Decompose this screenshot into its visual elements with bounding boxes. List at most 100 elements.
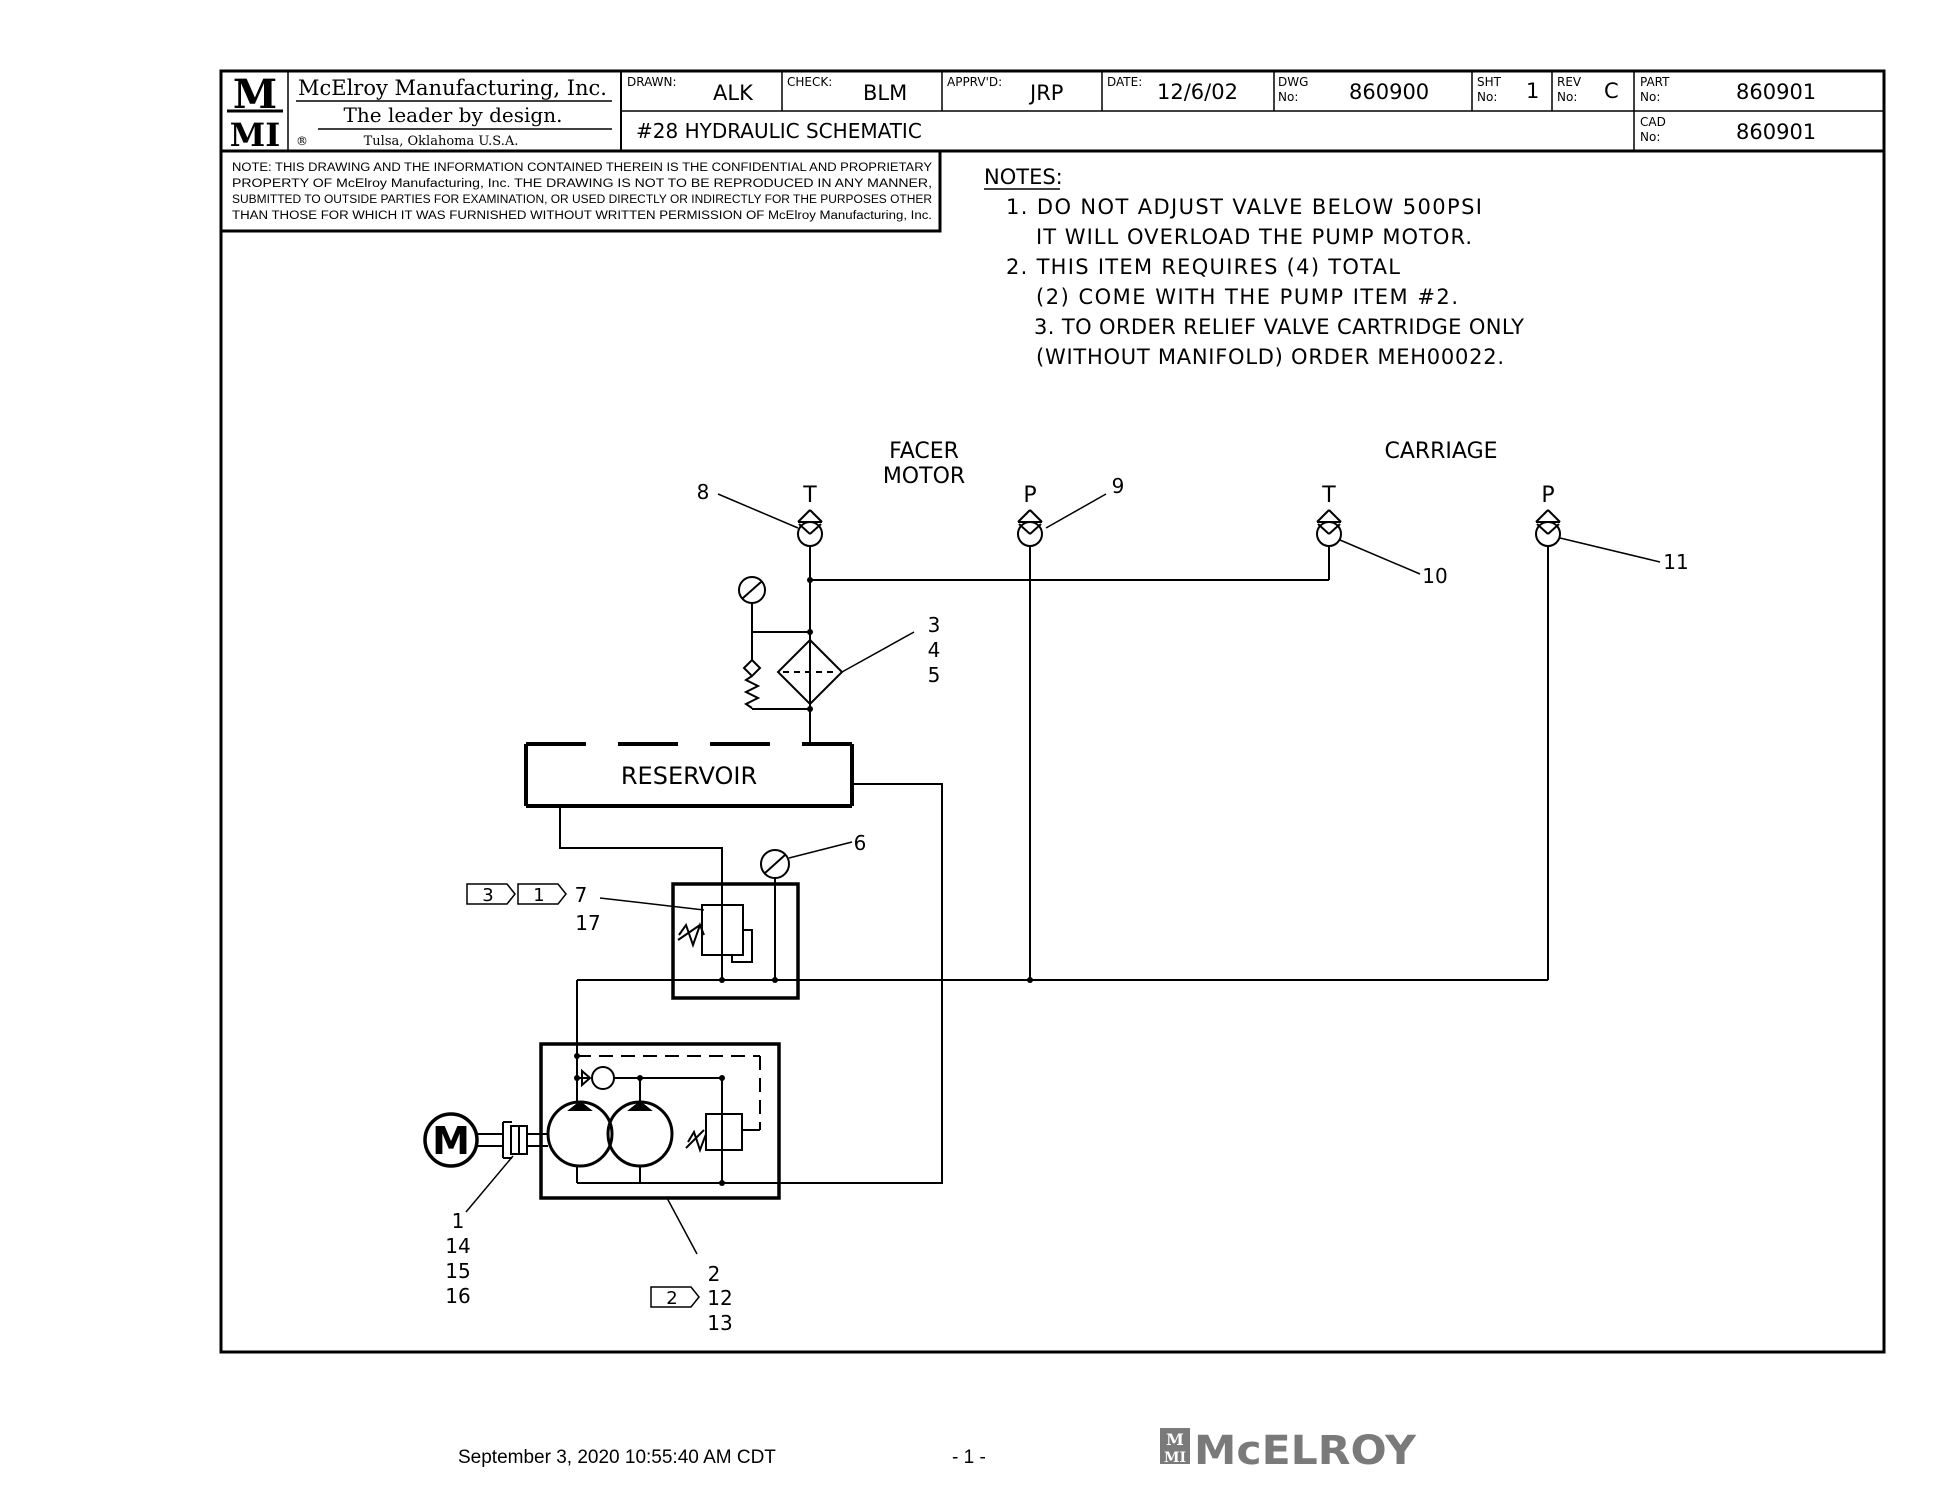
date-label: DATE: — [1107, 75, 1142, 89]
pump-package — [539, 1042, 781, 1200]
callout-1: 1 — [452, 1209, 465, 1233]
return-pressure-gauge — [738, 576, 810, 633]
callout-14: 14 — [445, 1234, 470, 1258]
cad-label-2: No: — [1640, 130, 1660, 144]
apprvd-value: JRP — [1028, 81, 1063, 105]
registered-mark: ® — [296, 134, 308, 148]
mmi-logo: M MI — [225, 71, 285, 154]
svg-text:T: T — [1321, 483, 1336, 508]
mcelroy-footer-logo: M MI McELROY — [1160, 1428, 1417, 1474]
cad-value: 860901 — [1736, 120, 1816, 144]
hydraulic-schematic: FACER MOTOR CARRIAGE T P T P — [423, 439, 1689, 1335]
electric-motor: M — [423, 1112, 503, 1168]
carriage-label: CARRIAGE — [1384, 439, 1497, 464]
svg-text:2: 2 — [666, 1288, 677, 1309]
callout-5: 5 — [928, 663, 941, 687]
company-name: McElroy Manufacturing, Inc. — [298, 76, 607, 100]
callout-4: 4 — [928, 638, 941, 662]
rev-label-1: REV — [1557, 75, 1582, 89]
part-label-2: No: — [1640, 90, 1660, 104]
callout-12: 12 — [707, 1286, 732, 1310]
return-filter — [742, 632, 844, 744]
relief-valve-manifold — [671, 877, 800, 1000]
reservoir-to-relief-line — [559, 806, 723, 905]
callout-13: 13 — [707, 1311, 732, 1335]
dwg-label-2: No: — [1278, 90, 1298, 104]
sht-value: 1 — [1526, 79, 1539, 103]
rev-label-2: No: — [1557, 90, 1577, 104]
footer-timestamp: September 3, 2020 10:55:40 AM CDT — [458, 1447, 776, 1468]
footer-logo-badge-top: M — [1166, 1430, 1184, 1449]
legal-note: NOTE: THIS DRAWING AND THE INFORMATION C… — [219, 149, 942, 233]
company-location: Tulsa, Oklahoma U.S.A. — [364, 134, 519, 149]
company-slogan: The leader by design. — [344, 103, 563, 127]
drawing-title: #28 HYDRAULIC SCHEMATIC — [636, 119, 922, 143]
footer-logo-text: McELROY — [1194, 1428, 1417, 1474]
legal-line-4: THAN THOSE FOR WHICH IT WAS FURNISHED WI… — [232, 210, 932, 222]
callout-7: 7 — [575, 883, 588, 907]
footer-logo-badge-bottom: MI — [1164, 1450, 1186, 1466]
legal-line-1: NOTE: THIS DRAWING AND THE INFORMATION C… — [232, 162, 932, 174]
legal-line-2: PROPERTY OF McElroy Manufacturing, Inc. … — [232, 178, 932, 190]
dwg-value: 860900 — [1349, 80, 1429, 104]
date-value: 12/6/02 — [1157, 80, 1238, 104]
reservoir-to-pump-return-line — [767, 783, 943, 1184]
note-flag-2: 2 — [650, 1286, 700, 1309]
note-line-3: 2. THIS ITEM REQUIRES (4) TOTAL — [1006, 255, 1400, 279]
leader-lines — [465, 493, 1661, 1255]
part-label-1: PART — [1640, 75, 1670, 89]
logo-bottom: MI — [230, 116, 280, 154]
notes-block: NOTES: 1. DO NOT ADJUST VALVE BELOW 500P… — [984, 165, 1524, 369]
return-line — [807, 546, 1330, 730]
callout-11: 11 — [1663, 550, 1688, 574]
relief-pressure-gauge — [760, 849, 790, 879]
drawn-value: ALK — [713, 81, 754, 105]
svg-text:3: 3 — [482, 885, 493, 906]
coupler-carriage-p: P — [1535, 483, 1561, 547]
title-block: M MI McElroy Manufacturing, Inc. The lea… — [221, 71, 1884, 154]
apprvd-label: APPRV'D: — [947, 75, 1002, 89]
notes-heading: NOTES: — [984, 165, 1063, 189]
drawn-label: DRAWN: — [627, 75, 677, 89]
callout-17: 17 — [575, 911, 600, 935]
facer-motor-label-2: MOTOR — [883, 464, 965, 489]
drawing-border — [219, 69, 1886, 1354]
note-line-6: (WITHOUT MANIFOLD) ORDER MEH00022. — [1036, 345, 1504, 369]
svg-text:P: P — [1023, 483, 1036, 508]
coupler-carriage-t: T — [1316, 483, 1342, 547]
reservoir-label: RESERVOIR — [621, 762, 757, 790]
check-value: BLM — [863, 81, 907, 105]
callout-10: 10 — [1422, 564, 1447, 588]
dwg-label-1: DWG — [1278, 75, 1308, 89]
callout-6: 6 — [854, 831, 867, 855]
coupler-facer-p: P — [1017, 483, 1043, 547]
callout-9: 9 — [1112, 474, 1125, 498]
svg-text:P: P — [1541, 483, 1554, 508]
cad-label-1: CAD — [1640, 115, 1666, 129]
sht-label-2: No: — [1477, 90, 1497, 104]
svg-text:T: T — [802, 483, 817, 508]
callout-3: 3 — [928, 613, 941, 637]
reservoir: RESERVOIR — [524, 742, 854, 808]
facer-motor-label-1: FACER — [889, 439, 959, 464]
note-line-1: 1. DO NOT ADJUST VALVE BELOW 500PSI — [1006, 195, 1482, 219]
footer-page-number: - 1 - — [952, 1447, 986, 1468]
note-line-5: 3. TO ORDER RELIEF VALVE CARTRIDGE ONLY — [1034, 315, 1524, 339]
note-line-4: (2) COME WITH THE PUMP ITEM #2. — [1036, 285, 1458, 309]
svg-text:1: 1 — [533, 885, 544, 906]
motor-pump-coupling — [502, 1121, 548, 1159]
coupler-facer-t: T — [797, 483, 823, 547]
callout-8: 8 — [697, 480, 710, 504]
callout-2: 2 — [708, 1262, 721, 1286]
note-flag-3: 3 — [466, 883, 516, 906]
legal-line-3: SUBMITTED TO OUTSIDE PARTIES FOR EXAMINA… — [232, 194, 932, 206]
callout-16: 16 — [445, 1284, 470, 1308]
callout-15: 15 — [445, 1259, 470, 1283]
note-line-2: IT WILL OVERLOAD THE PUMP MOTOR. — [1036, 225, 1472, 249]
part-value: 860901 — [1736, 80, 1816, 104]
rev-value: C — [1604, 79, 1619, 103]
sht-label-1: SHT — [1477, 75, 1502, 89]
note-flag-1: 1 — [517, 883, 567, 906]
motor-symbol: M — [432, 1119, 470, 1163]
